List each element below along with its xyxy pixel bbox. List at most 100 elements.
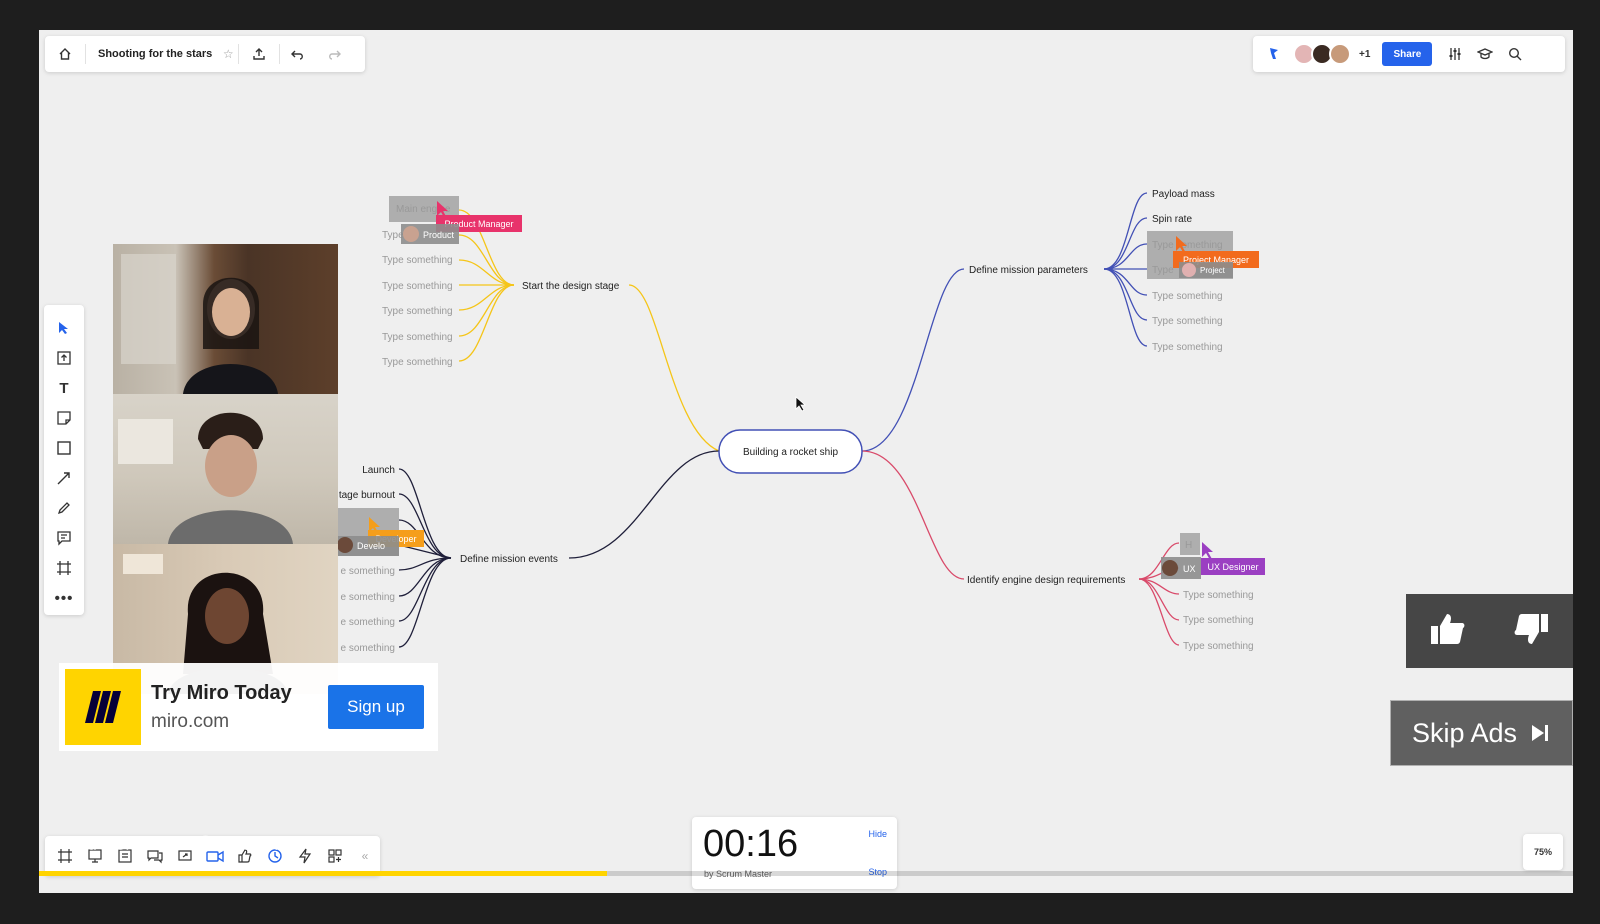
video-participant-2[interactable]	[113, 394, 338, 544]
child-launch[interactable]: Launch	[362, 465, 395, 476]
share-button[interactable]: Share	[1382, 42, 1433, 66]
ad-text: Try Miro Today miro.com	[151, 682, 328, 733]
screen-share-button[interactable]	[173, 844, 197, 868]
shape-tool[interactable]	[49, 433, 79, 463]
star-icon[interactable]: ☆	[222, 47, 234, 61]
square-icon	[57, 441, 71, 455]
zoom-level[interactable]: 75%	[1523, 834, 1563, 870]
skip-ads-button[interactable]: Skip Ads	[1390, 700, 1573, 766]
video-camera-icon	[206, 850, 224, 863]
child-params-4[interactable]: Type	[1152, 265, 1174, 276]
child-design-4[interactable]: Type something	[382, 306, 453, 317]
timer-hide-button[interactable]: Hide	[868, 829, 887, 839]
board-title[interactable]: Shooting for the stars	[98, 48, 213, 60]
child-spin-rate[interactable]: Spin rate	[1152, 214, 1192, 225]
video-participant-1[interactable]	[113, 244, 338, 394]
child-main-engine[interactable]: Main engine	[396, 204, 451, 215]
graduation-cap-icon	[1477, 48, 1494, 60]
settings-button[interactable]	[1440, 39, 1470, 69]
child-events-5[interactable]: e something	[341, 617, 395, 628]
collaborators-count[interactable]: +1	[1359, 48, 1371, 60]
child-design-1[interactable]: Type	[382, 230, 404, 241]
left-toolbar: T •••	[44, 305, 84, 615]
participant-silhouette	[121, 254, 278, 394]
child-events-4[interactable]: e something	[341, 592, 395, 603]
apps-button[interactable]	[323, 844, 347, 868]
upload-icon	[57, 351, 71, 365]
undo-button[interactable]	[280, 36, 316, 72]
comment-tool[interactable]	[49, 523, 79, 553]
signup-button[interactable]: Sign up	[328, 685, 424, 729]
presentation-icon	[88, 849, 102, 863]
child-events-6[interactable]: e something	[341, 643, 395, 654]
divider	[279, 44, 281, 64]
branch-mission-parameters-lines	[861, 192, 1148, 452]
branch-label-engine-requirements[interactable]: Identify engine design requirements	[967, 575, 1125, 586]
child-engine-ux[interactable]: UX	[1183, 564, 1196, 574]
follow-button[interactable]	[1259, 39, 1289, 69]
miro-board[interactable]: Building a rocket ship Start the design …	[39, 30, 1573, 893]
connector-tool[interactable]	[49, 463, 79, 493]
skip-ads-label: Skip Ads	[1411, 717, 1518, 748]
child-events-3[interactable]: e something	[341, 566, 395, 577]
child-design-2[interactable]: Type something	[382, 255, 453, 266]
chat-button[interactable]	[143, 844, 167, 868]
upload-tool[interactable]	[49, 343, 79, 373]
avatar	[1162, 560, 1178, 576]
child-engine-4[interactable]: Type something	[1183, 615, 1254, 626]
text-icon: T	[59, 379, 69, 397]
child-params-3[interactable]: Type something	[1152, 240, 1223, 251]
timer-value: 00:16	[703, 823, 799, 865]
timer-button[interactable]	[263, 844, 287, 868]
more-tools-button[interactable]: •••	[49, 583, 79, 613]
sticky-note-tool[interactable]	[49, 403, 79, 433]
ad-info-text: Ad 1 of 2 · 0:30 ⓘ miro.com ↗	[76, 835, 311, 854]
frame-tool[interactable]	[49, 553, 79, 583]
child-payload-mass[interactable]: Payload mass	[1152, 189, 1215, 200]
frames-button[interactable]	[53, 844, 77, 868]
child-design-6[interactable]: Type something	[382, 357, 453, 368]
export-button[interactable]	[239, 36, 279, 72]
home-button[interactable]	[45, 36, 85, 72]
branch-design-stage-lines	[458, 209, 720, 452]
avatar[interactable]	[1329, 43, 1351, 65]
child-engine-3[interactable]: Type something	[1183, 590, 1254, 601]
svg-text:Product Manager: Product Manager	[444, 219, 513, 229]
comment-icon	[57, 531, 71, 546]
child-engine-h[interactable]: H	[1185, 540, 1192, 551]
learning-button[interactable]	[1470, 39, 1500, 69]
branch-label-design-stage[interactable]: Start the design stage	[522, 281, 620, 292]
ad-overlay[interactable]: Try Miro Today miro.com Sign up	[59, 663, 438, 751]
redo-icon	[329, 50, 342, 60]
like-button[interactable]	[1429, 612, 1467, 651]
activity-button[interactable]	[293, 844, 317, 868]
text-tool[interactable]: T	[49, 373, 79, 403]
child-design-5[interactable]: Type something	[382, 332, 453, 343]
center-node[interactable]	[718, 429, 863, 474]
child-params-7[interactable]: Type something	[1152, 342, 1223, 353]
child-engine-5[interactable]: Type something	[1183, 641, 1254, 652]
child-stage-burnout[interactable]: tage burnout	[339, 490, 395, 501]
branch-label-mission-events[interactable]: Define mission events	[460, 554, 558, 565]
redo-button[interactable]	[316, 36, 352, 72]
svg-text:UX Designer: UX Designer	[1207, 562, 1258, 572]
ad-progress-bar[interactable]	[39, 871, 1573, 876]
child-params-6[interactable]: Type something	[1152, 316, 1223, 327]
video-chat-button[interactable]	[203, 844, 227, 868]
child-design-3[interactable]: Type something	[382, 281, 453, 292]
select-tool[interactable]	[49, 313, 79, 343]
voting-button[interactable]	[233, 844, 257, 868]
lightning-icon	[298, 848, 312, 864]
ad-url[interactable]: miro.com	[151, 710, 230, 732]
divider	[85, 44, 86, 64]
presentation-button[interactable]	[83, 844, 107, 868]
ad-title[interactable]: Try Miro Today	[151, 681, 292, 704]
dislike-button[interactable]	[1512, 612, 1550, 651]
child-params-5[interactable]: Type something	[1152, 291, 1223, 302]
pen-tool[interactable]	[49, 493, 79, 523]
notes-button[interactable]	[113, 844, 137, 868]
search-button[interactable]	[1500, 39, 1530, 69]
branch-label-mission-parameters[interactable]: Define mission parameters	[969, 265, 1088, 276]
collapse-toolbar-button[interactable]: «	[353, 844, 377, 868]
timer-stop-button[interactable]: Stop	[868, 867, 887, 877]
